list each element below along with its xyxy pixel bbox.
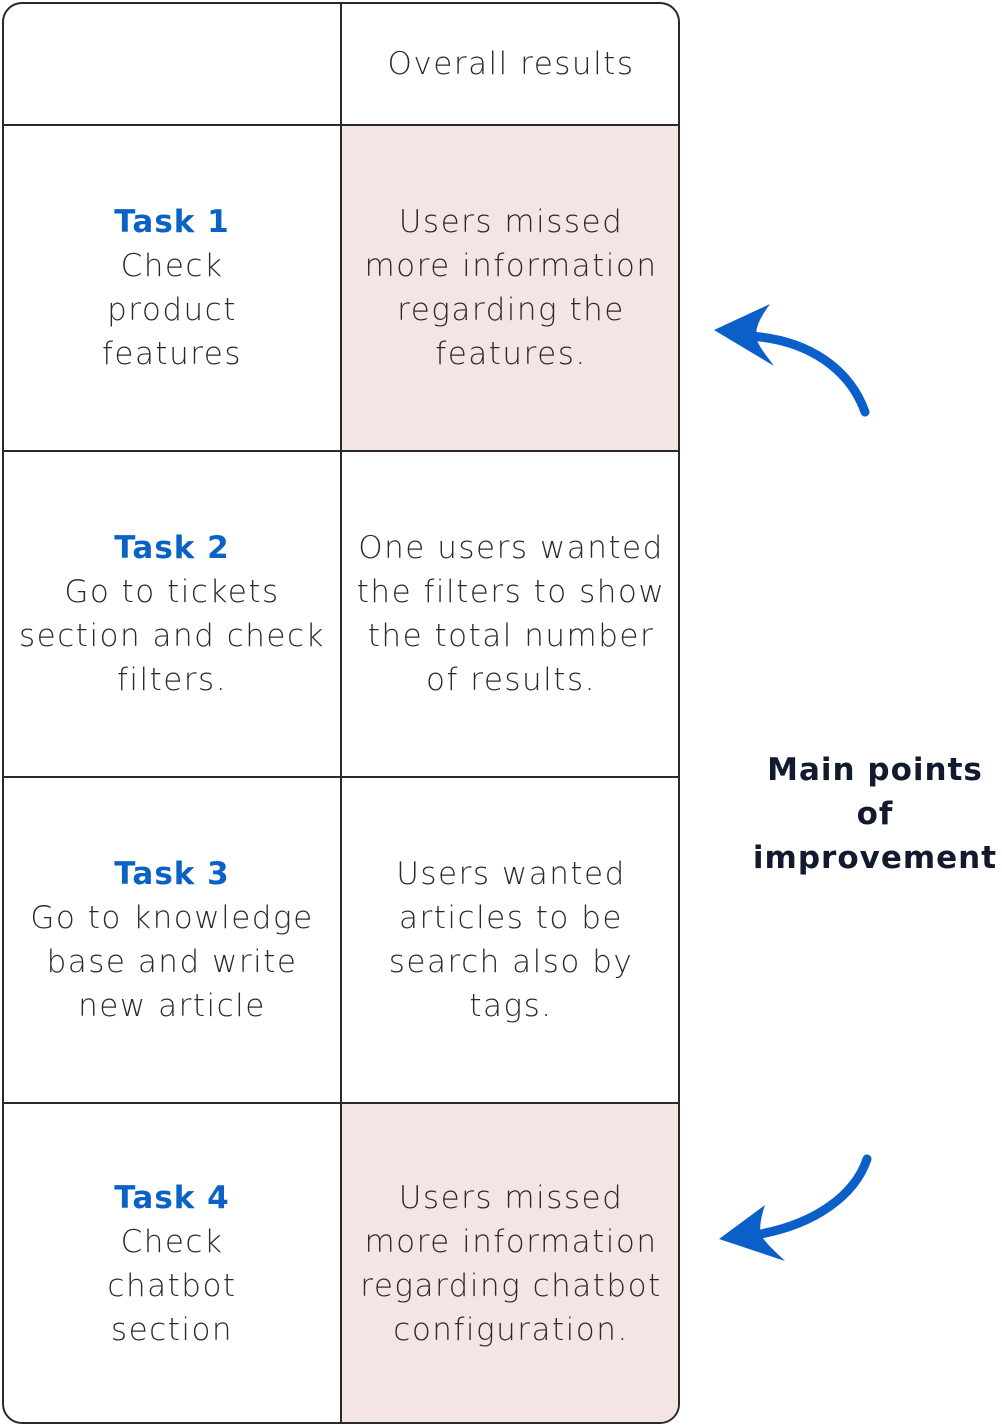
header-overall-results: Overall results <box>387 46 635 82</box>
header-cell-results: Overall results <box>342 4 678 124</box>
task-description: Go to knowledge base and write new artic… <box>30 900 314 1024</box>
main-points-label: Main points of improvement <box>752 752 998 876</box>
result-cell-2: One users wanted the filters to show the… <box>342 452 678 776</box>
task-title: Task 3 <box>114 856 230 892</box>
results-table: Overall results Task 1 Check product fea… <box>2 2 680 1424</box>
header-cell-empty <box>4 4 340 124</box>
result-cell-3: Users wanted articles to be search also … <box>342 778 678 1102</box>
task-description: Check product features <box>101 248 243 372</box>
task-title: Task 1 <box>114 204 230 240</box>
row-divider <box>4 450 678 452</box>
curved-arrow-left-icon <box>714 304 870 417</box>
result-cell-4: Users missed more information regarding … <box>342 1104 678 1422</box>
result-cell-1: Users missed more information regarding … <box>342 126 678 450</box>
result-text: Users wanted articles to be search also … <box>388 856 634 1024</box>
task-cell-3: Task 3 Go to knowledge base and write ne… <box>4 778 340 1102</box>
task-description: Check chatbot section <box>107 1224 237 1348</box>
task-cell-2: Task 2 Go to tickets section and check f… <box>4 452 340 776</box>
task-title: Task 4 <box>114 1180 230 1216</box>
result-text: Users missed more information regarding … <box>360 1180 662 1348</box>
task-description: Go to tickets section and check filters. <box>19 574 325 698</box>
result-text: One users wanted the filters to show the… <box>356 530 666 698</box>
task-title: Task 2 <box>114 530 230 566</box>
curved-arrow-left-icon <box>719 1154 872 1261</box>
row-divider <box>4 1102 678 1104</box>
row-divider <box>4 776 678 778</box>
row-divider <box>4 124 678 126</box>
column-divider <box>340 4 342 1422</box>
result-text: Users missed more information regarding … <box>364 204 658 372</box>
task-cell-4: Task 4 Check chatbot section <box>4 1104 340 1422</box>
task-cell-1: Task 1 Check product features <box>4 126 340 450</box>
